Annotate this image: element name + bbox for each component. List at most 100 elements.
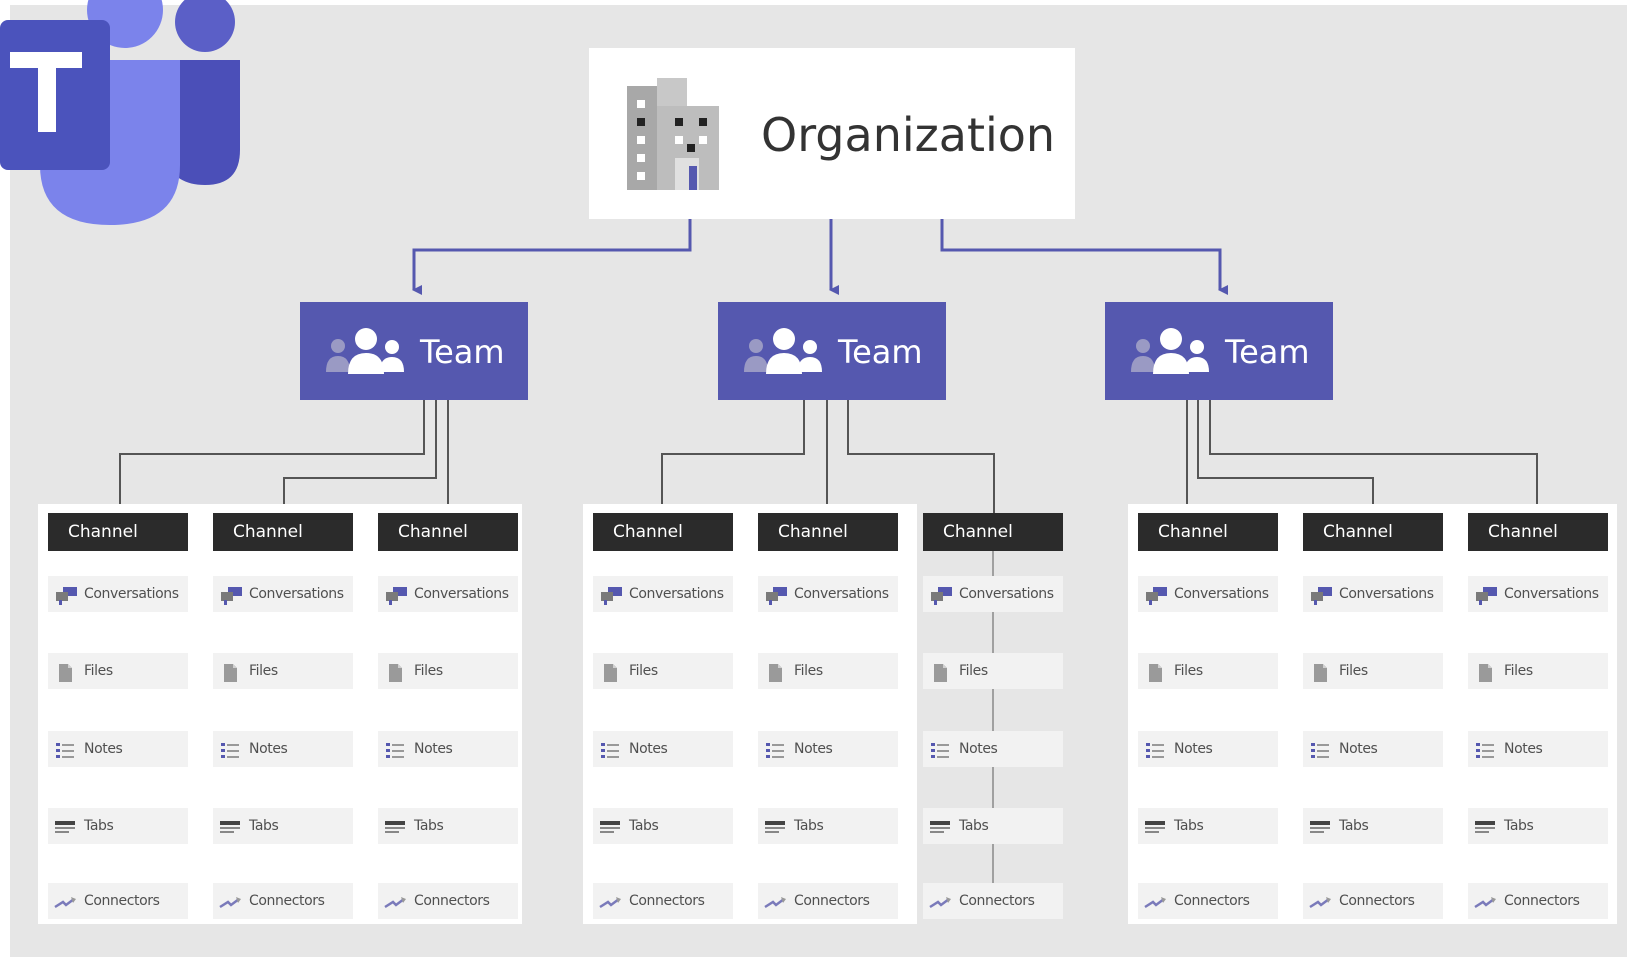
- connector-icon: [599, 891, 623, 911]
- chat-icon: [1309, 584, 1333, 605]
- feature-label: Notes: [84, 741, 123, 757]
- connector-icon: [764, 891, 788, 911]
- feature-label: Connectors: [794, 893, 870, 909]
- feature-label: Notes: [1174, 741, 1213, 757]
- file-icon: [1309, 661, 1333, 682]
- channel-header: Channel: [378, 513, 518, 551]
- feature-notes: Notes: [378, 731, 518, 767]
- feature-conversations: Conversations: [213, 576, 353, 612]
- channel-header: Channel: [213, 513, 353, 551]
- feature-label: Conversations: [414, 586, 509, 602]
- file-icon: [54, 661, 78, 682]
- feature-connectors: Connectors: [923, 883, 1063, 919]
- chat-icon: [1144, 584, 1168, 605]
- feature-label: Notes: [1504, 741, 1543, 757]
- feature-connectors: Connectors: [758, 883, 898, 919]
- notes-icon: [54, 739, 78, 759]
- notes-icon: [219, 739, 243, 759]
- notes-icon: [1309, 739, 1333, 759]
- feature-label: Conversations: [794, 586, 889, 602]
- feature-tabs: Tabs: [593, 808, 733, 844]
- tabs-icon: [599, 816, 623, 836]
- feature-tabs: Tabs: [213, 808, 353, 844]
- channel-header: Channel: [1303, 513, 1443, 551]
- feature-label: Connectors: [959, 893, 1035, 909]
- channel-header: Channel: [1138, 513, 1278, 551]
- feature-label: Connectors: [1339, 893, 1415, 909]
- feature-tabs: Tabs: [1138, 808, 1278, 844]
- people-icon: [744, 328, 822, 374]
- file-icon: [764, 661, 788, 682]
- feature-label: Connectors: [414, 893, 490, 909]
- feature-label: Notes: [629, 741, 668, 757]
- feature-conversations: Conversations: [1138, 576, 1278, 612]
- feature-label: Files: [1339, 663, 1368, 679]
- team-label: Team: [838, 333, 923, 371]
- feature-label: Connectors: [1174, 893, 1250, 909]
- chat-icon: [54, 584, 78, 605]
- people-icon: [1131, 328, 1209, 374]
- feature-connectors: Connectors: [1303, 883, 1443, 919]
- feature-label: Conversations: [1504, 586, 1599, 602]
- feature-connectors: Connectors: [378, 883, 518, 919]
- feature-conversations: Conversations: [758, 576, 898, 612]
- feature-files: Files: [48, 653, 188, 689]
- tabs-icon: [764, 816, 788, 836]
- chat-icon: [764, 584, 788, 605]
- feature-label: Notes: [414, 741, 453, 757]
- feature-notes: Notes: [923, 731, 1063, 767]
- feature-label: Tabs: [794, 818, 824, 834]
- channel-header: Channel: [593, 513, 733, 551]
- organization-box: Organization: [589, 48, 1075, 219]
- chat-icon: [384, 584, 408, 605]
- feature-tabs: Tabs: [758, 808, 898, 844]
- feature-files: Files: [593, 653, 733, 689]
- organization-label: Organization: [761, 108, 1056, 162]
- connector-icon: [54, 891, 78, 911]
- team-box-3: Team: [1105, 302, 1333, 400]
- team-channel-group: [38, 504, 522, 924]
- feature-tabs: Tabs: [378, 808, 518, 844]
- feature-label: Tabs: [1504, 818, 1534, 834]
- chat-icon: [929, 584, 953, 605]
- channel-header: Channel: [1468, 513, 1608, 551]
- feature-label: Files: [794, 663, 823, 679]
- file-icon: [599, 661, 623, 682]
- feature-label: Tabs: [959, 818, 989, 834]
- channel-header: Channel: [48, 513, 188, 551]
- feature-conversations: Conversations: [48, 576, 188, 612]
- file-icon: [219, 661, 243, 682]
- feature-label: Notes: [249, 741, 288, 757]
- feature-notes: Notes: [1138, 731, 1278, 767]
- feature-conversations: Conversations: [1468, 576, 1608, 612]
- building-icon: [627, 78, 719, 190]
- connector-icon: [1474, 891, 1498, 911]
- notes-icon: [1474, 739, 1498, 759]
- feature-notes: Notes: [48, 731, 188, 767]
- feature-tabs: Tabs: [1468, 808, 1608, 844]
- feature-notes: Notes: [1468, 731, 1608, 767]
- feature-label: Notes: [794, 741, 833, 757]
- channel-header: Channel: [758, 513, 898, 551]
- feature-label: Connectors: [84, 893, 160, 909]
- feature-label: Tabs: [1339, 818, 1369, 834]
- feature-label: Conversations: [629, 586, 724, 602]
- feature-conversations: Conversations: [1303, 576, 1443, 612]
- notes-icon: [929, 739, 953, 759]
- tabs-icon: [219, 816, 243, 836]
- feature-connectors: Connectors: [48, 883, 188, 919]
- feature-conversations: Conversations: [593, 576, 733, 612]
- feature-files: Files: [1303, 653, 1443, 689]
- connector-icon: [219, 891, 243, 911]
- file-icon: [1474, 661, 1498, 682]
- chat-icon: [219, 584, 243, 605]
- tabs-icon: [1474, 816, 1498, 836]
- feature-label: Conversations: [249, 586, 344, 602]
- feature-label: Files: [1504, 663, 1533, 679]
- feature-files: Files: [923, 653, 1063, 689]
- tabs-icon: [1309, 816, 1333, 836]
- feature-conversations: Conversations: [923, 576, 1063, 612]
- team-channel-group: [1128, 504, 1617, 924]
- team-box-2: Team: [718, 302, 946, 400]
- team-box-1: Team: [300, 302, 528, 400]
